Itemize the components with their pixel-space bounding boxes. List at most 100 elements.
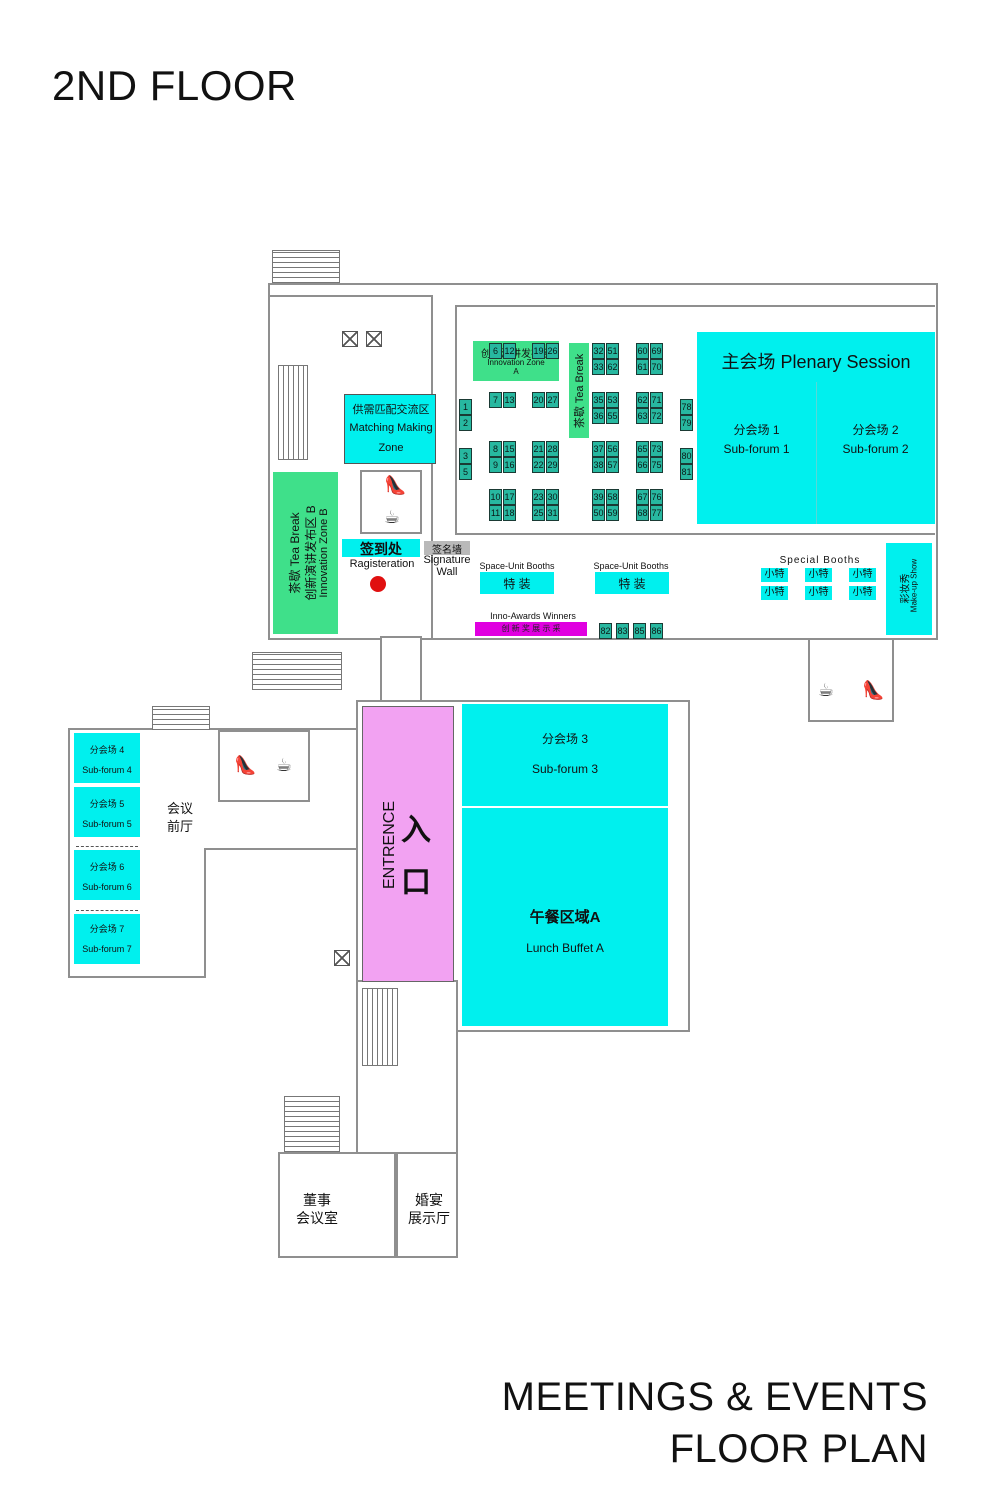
booth-17[interactable]: 17 [503, 489, 516, 505]
wing-restrooms [218, 730, 310, 802]
booth-32[interactable]: 32 [592, 343, 605, 359]
booth-22[interactable]: 22 [532, 457, 545, 473]
booth-27[interactable]: 27 [546, 392, 559, 408]
special-booth[interactable]: 小特 [805, 568, 832, 582]
booth-83[interactable]: 83 [616, 623, 629, 639]
lunch-buffet-zone[interactable]: 午餐区域A Lunch Buffet A [462, 808, 668, 1026]
booth-70[interactable]: 70 [650, 359, 663, 375]
booth-15[interactable]: 15 [503, 441, 516, 457]
booth-16[interactable]: 16 [503, 457, 516, 473]
special-booth[interactable]: 小特 [761, 586, 788, 600]
makeup-show-zone[interactable]: 彩妆秀 Make-up Show [886, 543, 932, 635]
plenary-session-zone[interactable]: 主会场 Plenary Session 分会场 1 Sub-forum 1 分会… [697, 332, 935, 524]
booth-37[interactable]: 37 [592, 441, 605, 457]
booth-62[interactable]: 62 [636, 392, 649, 408]
booth-71[interactable]: 71 [650, 392, 663, 408]
booth-72[interactable]: 72 [650, 408, 663, 424]
booth-33[interactable]: 33 [592, 359, 605, 375]
booth-25[interactable]: 25 [532, 505, 545, 521]
booth-53[interactable]: 53 [606, 392, 619, 408]
booth-56[interactable]: 56 [606, 441, 619, 457]
foyer-label-2: 前厅 [166, 819, 193, 834]
booth-31[interactable]: 31 [546, 505, 559, 521]
entrance-zone[interactable]: 入 口 ENTRENCE [362, 706, 454, 982]
booth-67[interactable]: 67 [636, 489, 649, 505]
booth-11[interactable]: 11 [489, 505, 502, 521]
special-booth[interactable]: 小特 [805, 586, 832, 600]
booth-55[interactable]: 55 [606, 408, 619, 424]
inno-awards-zone[interactable]: 创 新 奖 展 示 采 [475, 622, 587, 636]
booth-7[interactable]: 7 [489, 392, 502, 408]
booth-75[interactable]: 75 [650, 457, 663, 473]
booth-39[interactable]: 39 [592, 489, 605, 505]
booth-73[interactable]: 73 [650, 441, 663, 457]
booth-38[interactable]: 38 [592, 457, 605, 473]
booth-30[interactable]: 30 [546, 489, 559, 505]
special-booth[interactable]: 小特 [761, 568, 788, 582]
booth-68[interactable]: 68 [636, 505, 649, 521]
booth-77[interactable]: 77 [650, 505, 663, 521]
booth-61[interactable]: 61 [636, 359, 649, 375]
booth-51[interactable]: 51 [606, 343, 619, 359]
booth-23[interactable]: 23 [532, 489, 545, 505]
booth-57[interactable]: 57 [606, 457, 619, 473]
booth-10[interactable]: 10 [489, 489, 502, 505]
booth-9[interactable]: 9 [489, 457, 502, 473]
innovation-zone-b[interactable]: 茶歇 Tea Break 创新演讲发布区 B Innovation Zone B [273, 472, 338, 634]
booth-18[interactable]: 18 [503, 505, 516, 521]
booth-36[interactable]: 36 [592, 408, 605, 424]
booth-76[interactable]: 76 [650, 489, 663, 505]
space-unit-booth-1[interactable]: 特 装 [480, 572, 554, 594]
booth-1[interactable]: 1 [459, 399, 472, 415]
booth-66[interactable]: 66 [636, 457, 649, 473]
booth-5[interactable]: 5 [459, 464, 472, 480]
booth-6[interactable]: 6 [489, 343, 502, 359]
booth-2[interactable]: 2 [459, 415, 472, 431]
special-booth[interactable]: 小特 [849, 586, 876, 600]
booth-65[interactable]: 65 [636, 441, 649, 457]
sub-forum-7-zone[interactable]: 分会场 7 Sub-forum 7 [74, 914, 140, 964]
booth-86[interactable]: 86 [650, 623, 663, 639]
booth-80[interactable]: 80 [680, 448, 693, 464]
tea-break-label: 茶歇 Tea Break [574, 353, 586, 429]
booth-3[interactable]: 3 [459, 448, 472, 464]
booth-85[interactable]: 85 [633, 623, 646, 639]
booth-35[interactable]: 35 [592, 392, 605, 408]
booth-26[interactable]: 26 [546, 343, 559, 359]
booth-20[interactable]: 20 [532, 392, 545, 408]
booth-62[interactable]: 62 [606, 359, 619, 375]
booth-69[interactable]: 69 [650, 343, 663, 359]
central-corridor [380, 636, 422, 708]
booth-60[interactable]: 60 [636, 343, 649, 359]
matching-making-zone[interactable]: 供需匹配交流区 Matching Making Zone [344, 394, 436, 464]
booth-79[interactable]: 79 [680, 415, 693, 431]
wing-stairs [152, 706, 210, 730]
booth-78[interactable]: 78 [680, 399, 693, 415]
booth-28[interactable]: 28 [546, 441, 559, 457]
booth-8[interactable]: 8 [489, 441, 502, 457]
booth-81[interactable]: 81 [680, 464, 693, 480]
space-unit-booth-2[interactable]: 特 装 [595, 572, 669, 594]
board-room [278, 1152, 396, 1258]
registration-desk[interactable]: 签到处 [342, 539, 420, 557]
booth-82[interactable]: 82 [599, 623, 612, 639]
booth-21[interactable]: 21 [532, 441, 545, 457]
sub-forum-4-zone[interactable]: 分会场 4 Sub-forum 4 [74, 733, 140, 783]
booth-50[interactable]: 50 [592, 505, 605, 521]
special-booth[interactable]: 小特 [849, 568, 876, 582]
booth-63[interactable]: 63 [636, 408, 649, 424]
booth-12[interactable]: 12 [503, 343, 516, 359]
sub-forum-4-cn: 分会场 4 [89, 745, 125, 755]
booth-59[interactable]: 59 [606, 505, 619, 521]
booth-29[interactable]: 29 [546, 457, 559, 473]
sub-forum-6-zone[interactable]: 分会场 6 Sub-forum 6 [74, 850, 140, 900]
board-room-label-1: 董事 [303, 1192, 331, 1208]
booth-19[interactable]: 19 [532, 343, 545, 359]
innovation-a-en: Innovation Zone [487, 358, 545, 367]
booth-58[interactable]: 58 [606, 489, 619, 505]
sub-forum-5-zone[interactable]: 分会场 5 Sub-forum 5 [74, 787, 140, 837]
tea-break-zone[interactable]: 茶歇 Tea Break [569, 343, 589, 438]
booth-13[interactable]: 13 [503, 392, 516, 408]
sub-forum-3-zone[interactable]: 分会场 3 Sub-forum 3 [462, 704, 668, 806]
foyer-label-1: 会议 [166, 801, 193, 816]
